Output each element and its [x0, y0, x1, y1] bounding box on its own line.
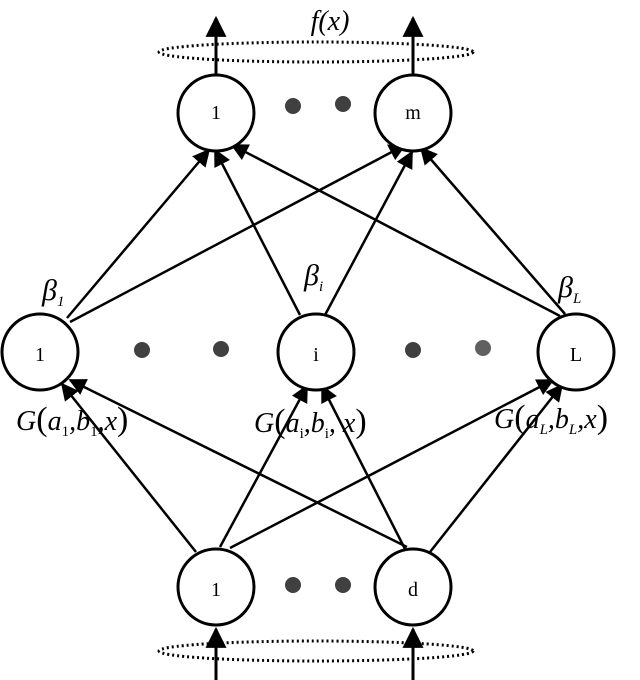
edge-hL-o1 [230, 143, 561, 318]
input-ellipsis-dot [335, 577, 351, 593]
edge-i1-hi [218, 384, 309, 548]
output-node-1-label: 1 [211, 102, 221, 124]
edge-i1-hL [229, 378, 555, 550]
hidden-to-output-edges [66, 143, 566, 324]
input-node-d-label: d [408, 579, 418, 601]
input-node-d: d [373, 547, 453, 627]
activation-label-1: G(a1,b1,x) [16, 401, 128, 440]
edge-h1-om [69, 143, 407, 324]
output-function-label: f(x) [311, 6, 350, 37]
hidden-node-i: i [276, 312, 356, 392]
edge-hi-o1 [213, 148, 302, 316]
hidden-ellipsis-dot [405, 342, 421, 358]
input-node-1-label: 1 [211, 579, 221, 601]
input-to-hidden-edges [60, 378, 564, 553]
beta-label-L: βL [557, 271, 581, 307]
input-ellipsis-dot [285, 577, 301, 593]
input-group-ellipse [157, 639, 475, 663]
output-node-m-label: m [405, 102, 421, 124]
hidden-ellipsis-dot [475, 340, 491, 356]
hidden-node-1-label: 1 [35, 344, 45, 366]
output-node-m: m [373, 73, 453, 153]
beta-label-1: β1 [41, 274, 64, 310]
edge-i1-h1 [60, 382, 197, 553]
hidden-ellipsis-dot [213, 341, 229, 357]
edge-id-hi [320, 384, 407, 550]
output-group-ellipse [157, 40, 475, 64]
hidden-ellipsis-dot [134, 342, 150, 358]
activation-label-i: G(ai,bi, x) [254, 403, 367, 442]
beta-label-i: βi [303, 259, 323, 295]
activation-label-L: G(aL,bL,x) [494, 399, 608, 438]
hidden-node-i-label: i [313, 344, 319, 366]
hidden-node-L-label: L [570, 344, 582, 366]
hidden-node-L: L [536, 312, 616, 392]
output-ellipsis-dot [285, 98, 301, 114]
edge-h1-o1 [66, 148, 211, 319]
edge-id-h1 [68, 378, 408, 549]
edge-hL-om [419, 146, 566, 315]
output-node-1: 1 [176, 73, 256, 153]
input-node-1: 1 [176, 547, 256, 627]
edge-hi-om [323, 150, 414, 316]
output-ellipsis-dot [335, 96, 351, 112]
hidden-node-1: 1 [0, 312, 80, 392]
edge-id-hL [429, 383, 564, 553]
